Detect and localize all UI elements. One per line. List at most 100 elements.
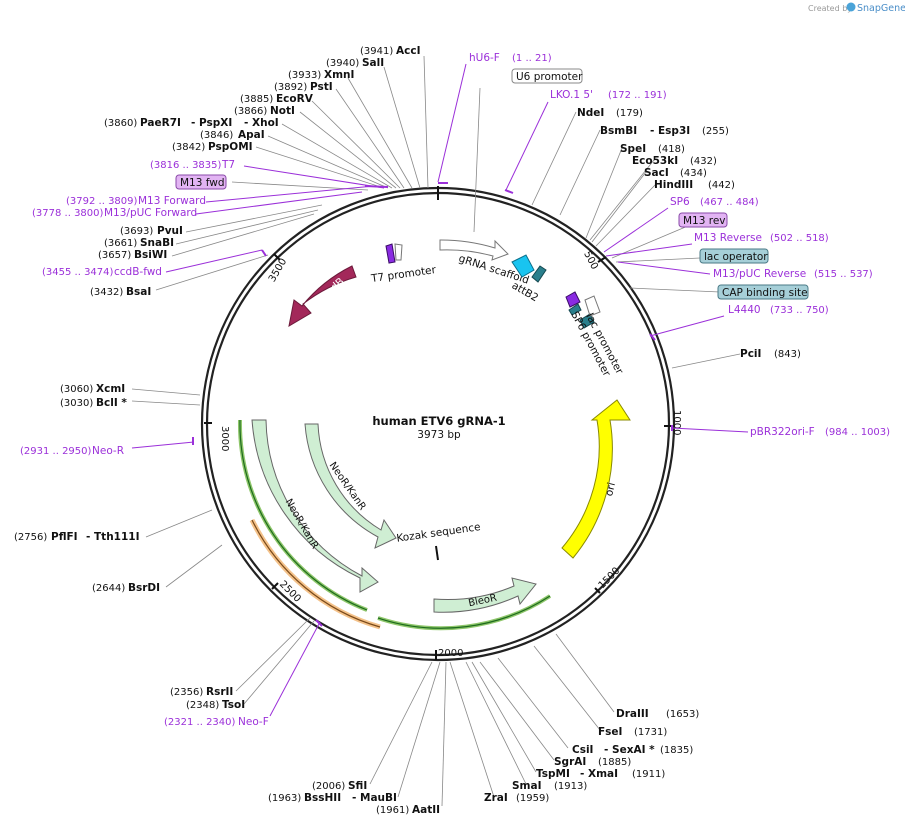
brand-text: SnapGene xyxy=(857,3,905,14)
enz-bsiwi: BsiWI xyxy=(134,249,167,261)
enz-acci: AccI xyxy=(396,45,420,57)
enz-bsrdi: BsrDI xyxy=(128,582,160,594)
plasmid-length: 3973 bp xyxy=(417,429,461,441)
enz-pos-paer7i: (3860) xyxy=(104,118,137,129)
bleor-feature[interactable] xyxy=(433,577,537,613)
enz-paer7i: PaeR7I xyxy=(140,117,181,129)
credit-text: Created by xyxy=(808,4,852,13)
cap-label: CAP binding site xyxy=(722,287,808,299)
ccdb-feature[interactable] xyxy=(288,265,357,327)
enz-zrai: ZraI xyxy=(484,792,508,804)
enz-hindiii: HindIII xyxy=(654,179,693,191)
enz-pos-tspmi: (1911) xyxy=(632,769,665,780)
t7-promoter-label: T7 promoter xyxy=(369,264,437,285)
enz-pos-fsei: (1731) xyxy=(634,727,667,738)
primer-neof: Neo-F xyxy=(238,716,269,728)
tick-marks xyxy=(204,186,672,660)
enz-psti: PstI xyxy=(310,81,333,93)
primer-range-neof: (2321 .. 2340) xyxy=(164,717,236,728)
enz-pspomi: PspOMI xyxy=(208,141,253,153)
t7-small-feature[interactable] xyxy=(385,243,396,264)
ori-label: ori xyxy=(603,481,618,497)
enz-maubi: - MauBI xyxy=(352,792,397,804)
m13rev-box[interactable] xyxy=(678,212,728,228)
enz-rsrii: RsrII xyxy=(206,686,233,698)
primer-range-m13forward: (3792 .. 3809) xyxy=(66,196,138,207)
ori-feature[interactable] xyxy=(561,399,631,559)
attb2-feature[interactable] xyxy=(531,265,547,283)
enz-pos-zrai: (1959) xyxy=(516,793,549,804)
primer-range-l4440: (733 .. 750) xyxy=(770,305,829,316)
primer-sp6: SP6 xyxy=(670,196,690,208)
enz-pos-bcli: (3030) xyxy=(60,398,93,409)
enz-pos-xmni: (3933) xyxy=(288,70,321,81)
kozak-mark xyxy=(435,545,439,561)
primer-m13reverse: M13 Reverse xyxy=(694,232,762,244)
primer-range-lko1: (172 .. 191) xyxy=(608,90,667,101)
lac-operator-box[interactable] xyxy=(699,248,769,264)
enz-pos-bsrdi: (2644) xyxy=(92,583,125,594)
m13rev-label: M13 rev xyxy=(683,215,726,227)
tick-500: 500 xyxy=(581,250,600,272)
primer-m13forward: M13 Forward xyxy=(138,195,206,207)
enz-pos-sgrai: (1885) xyxy=(598,757,631,768)
enz-sfii: SfiI xyxy=(348,780,367,792)
primer-range-m13reverse: (502 .. 518) xyxy=(770,233,829,244)
primer-m13puc-reverse: M13/pUC Reverse xyxy=(713,268,806,280)
cyan-feature[interactable] xyxy=(511,254,535,278)
enz-pspxi: - PspXI xyxy=(191,117,232,129)
enz-smai: SmaI xyxy=(512,780,542,792)
enz-pos-snabi: (3661) xyxy=(104,238,137,249)
enz-pos-ndei: (179) xyxy=(616,108,643,119)
primer-range-ccdb-fwd: (3455 .. 3474) xyxy=(42,267,114,278)
enz-tspmi: TspMI xyxy=(536,768,570,780)
enz-pos-apai: (3846) xyxy=(200,130,233,141)
primer-range-m13puc-reverse: (515 .. 537) xyxy=(814,269,873,280)
enz-pos-smai: (1913) xyxy=(554,781,587,792)
primer-range-pbr322ori: (984 .. 1003) xyxy=(825,427,890,438)
enz-pos-sali: (3940) xyxy=(326,58,359,69)
cap-teal-feature[interactable] xyxy=(579,313,595,329)
enz-pos-noti: (3866) xyxy=(234,106,267,117)
enz-bsai: BsaI xyxy=(126,286,151,298)
enz-pos-bsai: (3432) xyxy=(90,287,123,298)
enz-esp3i: - Esp3I xyxy=(650,125,690,137)
enz-sali: SalI xyxy=(362,57,384,69)
neokanr-middle-feature[interactable] xyxy=(251,419,379,593)
primer-range-t7: (3816 .. 3835) xyxy=(150,160,222,171)
enz-pos-pvui: (3693) xyxy=(120,226,153,237)
enz-pos-bsshii: (1963) xyxy=(268,793,301,804)
enz-apai: ApaI xyxy=(238,129,265,141)
enz-pos-saci: (434) xyxy=(680,168,707,179)
tick-2000: 2000 xyxy=(438,648,463,659)
enz-pos-bsiwi: (3657) xyxy=(98,250,131,261)
u6-promoter-box[interactable] xyxy=(511,68,583,84)
lac-teal-feature[interactable] xyxy=(568,303,582,316)
enz-bcli: BclI * xyxy=(96,397,127,409)
u6-promoter-label: U6 promoter xyxy=(516,71,583,83)
enz-pos-ecorv: (3885) xyxy=(240,94,273,105)
cap-box[interactable] xyxy=(717,284,809,300)
tick-1000: 1000 xyxy=(671,410,682,435)
enz-sgrai: SgrAI xyxy=(554,756,586,768)
enz-pos-draiii: (1653) xyxy=(666,709,699,720)
enz-pos-acci: (3941) xyxy=(360,46,393,57)
enz-pos-rsrii: (2356) xyxy=(170,687,203,698)
enz-pos-aatii: (1961) xyxy=(376,805,409,816)
neokanr-inner-feature[interactable] xyxy=(304,423,397,549)
m13fwd-box[interactable] xyxy=(175,174,227,190)
sp6-small-feature[interactable] xyxy=(565,291,581,308)
primer-pbr322ori: pBR322ori-F xyxy=(750,426,815,438)
enz-tsoi: TsoI xyxy=(222,699,245,711)
grna-scaffold-feature[interactable] xyxy=(439,239,509,261)
enz-ecorv: EcoRV xyxy=(276,93,314,105)
enz-pcii: PciI xyxy=(740,348,761,360)
enz-csii: CsiI xyxy=(572,744,593,756)
enz-pflfi: PflFI xyxy=(51,531,78,543)
lac-small-arrow xyxy=(584,295,601,317)
enz-bsmbi: BsmBI xyxy=(600,125,637,137)
enz-draiii: DraIII xyxy=(616,708,649,720)
primer-markers xyxy=(192,182,673,627)
enz-ndei: NdeI xyxy=(577,107,604,119)
